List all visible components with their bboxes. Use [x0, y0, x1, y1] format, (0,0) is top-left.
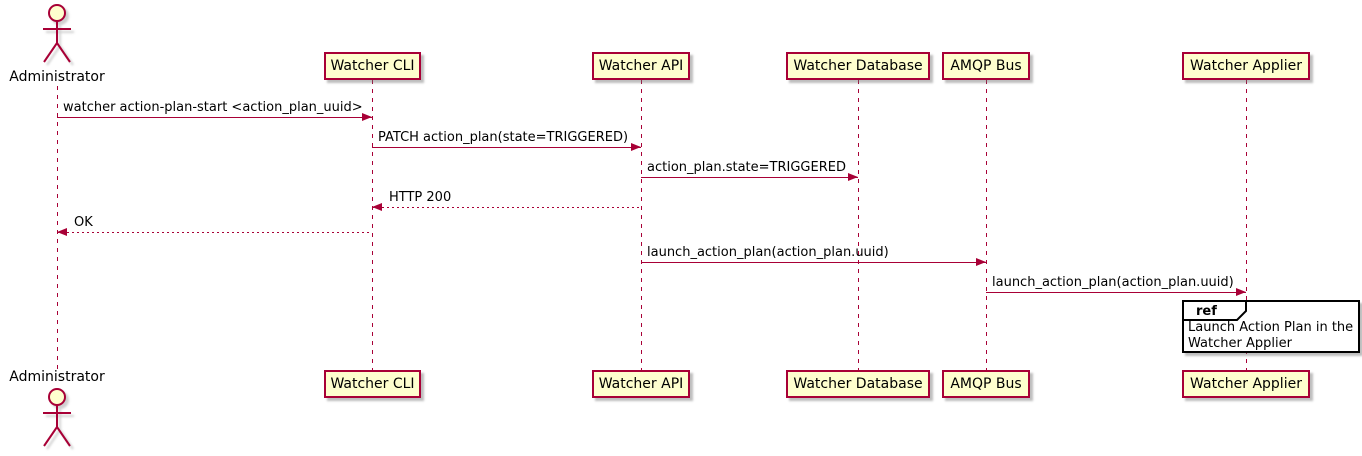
- participant-amqp-bus-bottom: AMQP Bus: [942, 370, 1030, 398]
- participant-watcher-api-top: Watcher API: [592, 52, 690, 80]
- lifeline-watcher-applier: [1246, 80, 1247, 370]
- participant-watcher-cli-top: Watcher CLI: [324, 52, 421, 80]
- message-label: launch_action_plan(action_plan.uuid): [992, 275, 1234, 290]
- message-line: [641, 258, 986, 266]
- participant-amqp-bus-top: AMQP Bus: [942, 52, 1030, 80]
- ref-header-pentagon: ref: [1182, 300, 1247, 321]
- participant-watcher-api-bottom: Watcher API: [592, 370, 690, 398]
- actor-icon: [43, 4, 71, 63]
- message-label: OK: [74, 215, 93, 230]
- ref-text-line2: Watcher Applier: [1188, 336, 1292, 351]
- ref-body: Launch Action Plan in the Watcher Applie…: [1188, 320, 1353, 352]
- arrowhead-right-icon: [631, 143, 641, 151]
- participant-watcher-cli-bottom: Watcher CLI: [324, 370, 421, 398]
- lifeline-amqp-bus: [986, 80, 987, 370]
- message-launch-action-plan-amqp: launch_action_plan(action_plan.uuid): [986, 275, 1246, 296]
- ref-text-line1: Launch Action Plan in the: [1188, 320, 1354, 335]
- message-line: [986, 288, 1246, 296]
- arrowhead-left-icon: [57, 228, 67, 236]
- message-line: [641, 173, 858, 181]
- actor-icon: [43, 388, 71, 447]
- message-label: watcher action-plan-start <action_plan_u…: [63, 100, 363, 115]
- arrowhead-right-icon: [362, 113, 372, 121]
- ref-fragment: ref Launch Action Plan in the Watcher Ap…: [1182, 300, 1360, 353]
- participant-watcher-database-top: Watcher Database: [786, 52, 930, 80]
- participant-watcher-applier-bottom: Watcher Applier: [1182, 370, 1310, 398]
- message-action-plan-start: watcher action-plan-start <action_plan_u…: [57, 100, 372, 121]
- lifeline-watcher-database: [858, 80, 859, 370]
- message-label: action_plan.state=TRIGGERED: [647, 160, 846, 175]
- message-http-200: HTTP 200: [372, 190, 641, 211]
- message-label: launch_action_plan(action_plan.uuid): [647, 245, 889, 260]
- message-state-triggered: action_plan.state=TRIGGERED: [641, 160, 858, 181]
- participant-watcher-applier-top: Watcher Applier: [1182, 52, 1310, 80]
- message-ok: OK: [57, 215, 372, 236]
- message-line: [372, 203, 641, 211]
- arrowhead-right-icon: [976, 258, 986, 266]
- actor-label-bottom: Administrator: [9, 369, 105, 385]
- message-line: [57, 113, 372, 121]
- message-launch-action-plan-api: launch_action_plan(action_plan.uuid): [641, 245, 986, 266]
- ref-keyword: ref: [1196, 304, 1217, 319]
- message-label: PATCH action_plan(state=TRIGGERED): [378, 130, 629, 145]
- arrowhead-right-icon: [848, 173, 858, 181]
- actor-label-top: Administrator: [9, 69, 105, 85]
- message-patch-action-plan: PATCH action_plan(state=TRIGGERED): [372, 130, 641, 151]
- lifeline-watcher-api: [641, 80, 642, 370]
- message-line: [372, 143, 641, 151]
- message-label: HTTP 200: [389, 190, 452, 205]
- lifeline-watcher-cli: [372, 80, 373, 370]
- arrowhead-right-icon: [1236, 288, 1246, 296]
- lifeline-administrator: [57, 86, 58, 369]
- participant-watcher-database-bottom: Watcher Database: [786, 370, 930, 398]
- message-line: [57, 228, 372, 236]
- arrowhead-left-icon: [372, 203, 382, 211]
